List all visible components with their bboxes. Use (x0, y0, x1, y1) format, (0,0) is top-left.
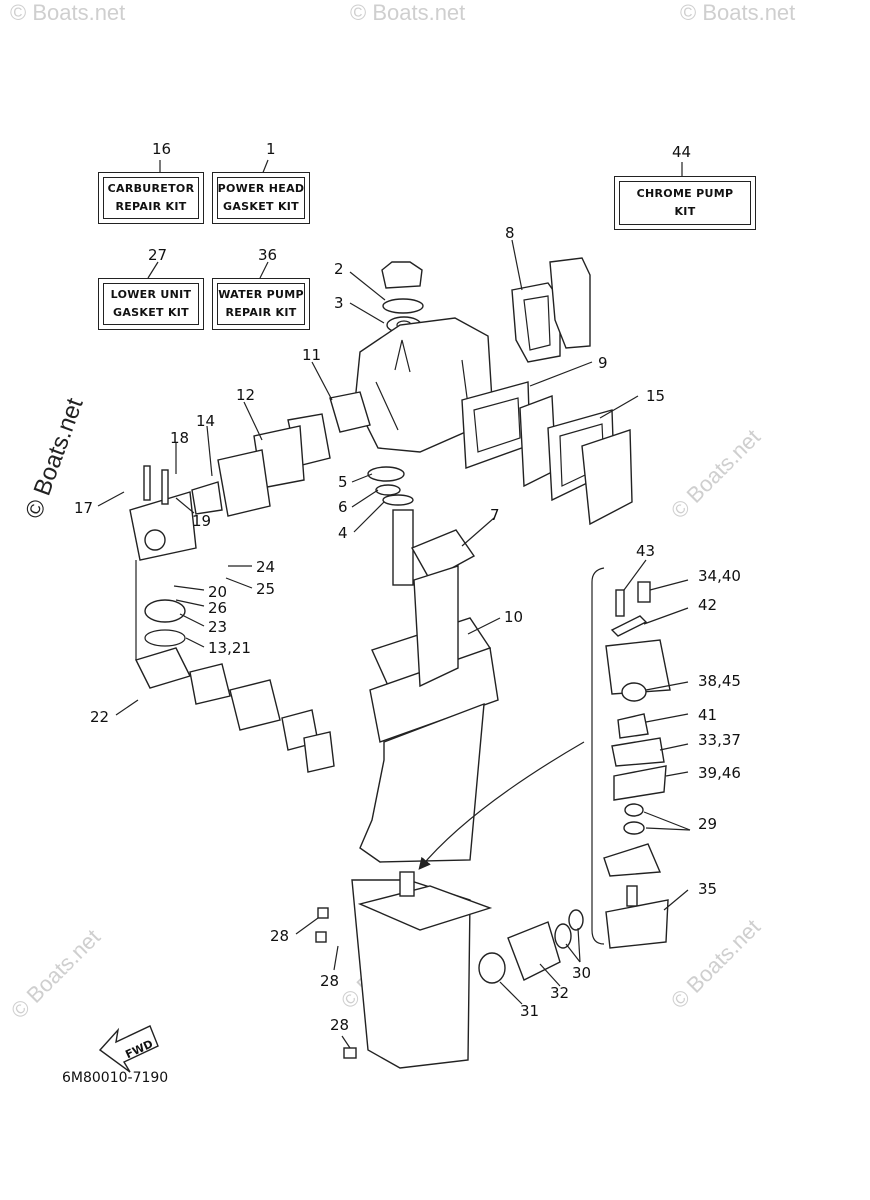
kit-title-line2: KIT (674, 205, 696, 218)
callout-34-40: 34,40 (698, 567, 741, 585)
callout-11: 11 (302, 346, 321, 364)
callout-4: 4 (338, 524, 348, 542)
water-pump-repair-kit-box: WATER PUMP REPAIR KIT (212, 278, 310, 330)
lower-unit-gasket-kit-box: LOWER UNIT GASKET KIT (98, 278, 204, 330)
watermark: © Boats.net (6, 924, 105, 1023)
kit-title-line2: GASKET KIT (113, 306, 189, 319)
watermark: © Boats.net (350, 0, 465, 25)
kit-title-line2: REPAIR KIT (115, 200, 187, 213)
diagram-code: 6M80010-7190 (62, 1070, 169, 1086)
watermark: © Boats.net (10, 0, 125, 25)
callout-25: 25 (256, 580, 275, 598)
kit-title-line1: WATER PUMP (218, 288, 304, 301)
callout-32: 32 (550, 984, 569, 1002)
callout-28-top: 28 (270, 927, 289, 945)
callout-6: 6 (338, 498, 348, 516)
callout-43: 43 (636, 542, 655, 560)
kit-title-line1: CARBURETOR (107, 182, 195, 195)
callout-8: 8 (505, 224, 515, 242)
assembly-arrow (418, 741, 585, 870)
power-head-gasket-kit-box: POWER HEAD GASKET KIT (212, 172, 310, 224)
callout-15: 15 (646, 387, 665, 405)
callout-3: 3 (334, 294, 344, 312)
callout-30: 30 (572, 964, 591, 982)
callout-29: 29 (698, 815, 717, 833)
forward-arrow: FWD (98, 1025, 159, 1073)
callout-labels: 2 3 8 9 11 12 14 18 15 5 6 4 7 10 17 19 … (74, 140, 741, 1034)
kit-title-line1: LOWER UNIT (110, 288, 192, 301)
callout-19: 19 (192, 512, 211, 530)
kit-title-line1: POWER HEAD (217, 182, 305, 195)
callout-28-mid: 28 (320, 972, 339, 990)
callout-23: 23 (208, 618, 227, 636)
callout-17: 17 (74, 499, 93, 517)
callout-leaders (97, 239, 691, 1049)
callout-36: 36 (258, 246, 277, 264)
kit-title-line1: CHROME PUMP (636, 187, 734, 200)
watermark: © Boats.net (680, 0, 795, 25)
callout-1: 1 (266, 140, 276, 158)
callout-14: 14 (196, 412, 215, 430)
carburetor-assembly (129, 391, 371, 773)
drive-shaft-housing (351, 466, 499, 1069)
callout-24: 24 (256, 558, 275, 576)
callout-10: 10 (504, 608, 523, 626)
watermark: © Boats.net (666, 914, 765, 1013)
kit-title-line2: GASKET KIT (223, 200, 299, 213)
callout-26: 26 (208, 599, 227, 617)
callout-38-45: 38,45 (698, 672, 741, 690)
callout-20: 20 (208, 583, 227, 601)
callout-31: 31 (520, 1002, 539, 1020)
chrome-pump-kit-box: CHROME PUMP KIT (614, 176, 756, 230)
callout-42: 42 (698, 596, 717, 614)
callout-33-37: 33,37 (698, 731, 741, 749)
callout-9: 9 (598, 354, 608, 372)
callout-7: 7 (490, 506, 500, 524)
callout-44: 44 (672, 143, 691, 161)
gearcase-parts (315, 907, 584, 1059)
callout-13-21: 13,21 (208, 639, 251, 657)
watermark: © Boats.net (666, 424, 765, 523)
callout-41: 41 (698, 706, 717, 724)
callout-39-46: 39,46 (698, 764, 741, 782)
callout-5: 5 (338, 473, 348, 491)
water-pump-group (591, 567, 671, 949)
carburetor-repair-kit-box: CARBURETOR REPAIR KIT (98, 172, 204, 224)
callout-16: 16 (152, 140, 171, 158)
callout-27: 27 (148, 246, 167, 264)
callout-2: 2 (334, 260, 344, 278)
kit-title-line2: REPAIR KIT (225, 306, 297, 319)
gaskets-right (461, 257, 633, 526)
power-head (354, 261, 493, 453)
callout-12: 12 (236, 386, 255, 404)
callout-22: 22 (90, 708, 109, 726)
callout-35: 35 (698, 880, 717, 898)
callout-18: 18 (170, 429, 189, 447)
callout-28-bottom: 28 (330, 1016, 349, 1034)
